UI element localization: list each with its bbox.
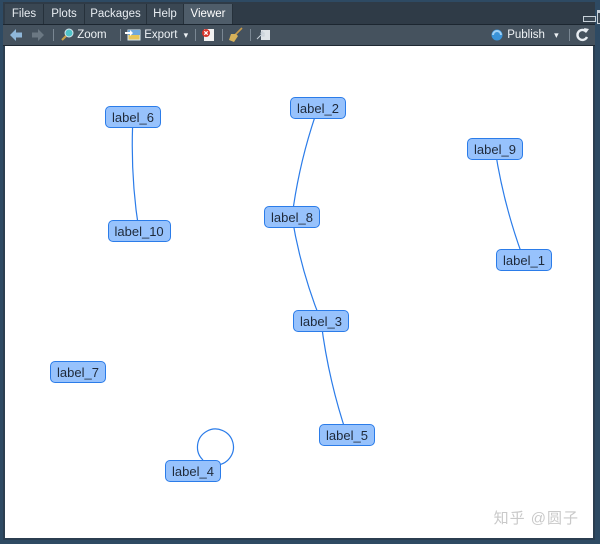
pane-tab-bar: Files Plots Packages Help Viewer: [3, 2, 600, 25]
clear-all-button[interactable]: [228, 25, 244, 45]
graph-node[interactable]: label_2: [290, 97, 346, 119]
watermark: 知乎 @圆子: [493, 510, 579, 527]
graph-edges: [131, 107, 525, 466]
refresh-button[interactable]: [574, 25, 590, 45]
publish-caret-icon: ▾: [554, 30, 559, 40]
graph-edge: [494, 148, 525, 261]
minimize-pane-button[interactable]: [583, 16, 596, 22]
refresh-icon: [576, 28, 589, 42]
graph-node[interactable]: label_4: [165, 460, 221, 482]
toolbar-separator: [250, 29, 251, 41]
arrow-left-icon: [10, 29, 22, 41]
forward-button[interactable]: [31, 25, 45, 45]
toolbar-separator: [195, 29, 196, 41]
viewer-pane: Files Plots Packages Help Viewer Zoom: [3, 2, 600, 540]
graph-node[interactable]: label_10: [107, 220, 171, 242]
clear-viewer-icon: [202, 29, 214, 41]
graph-node[interactable]: label_1: [496, 249, 552, 271]
toolbar-separator: [222, 29, 223, 41]
viewer-toolbar: Zoom Export ▾: [3, 25, 595, 46]
publish-button[interactable]: Publish ▾: [490, 25, 559, 45]
graph-edge: [131, 116, 140, 232]
zoom-button[interactable]: Zoom: [60, 25, 107, 45]
toolbar-separator: [120, 29, 121, 41]
graph-node[interactable]: label_7: [50, 361, 106, 383]
graph-edge: [291, 107, 319, 218]
toolbar-separator: [569, 29, 570, 41]
clear-viewer-button[interactable]: [200, 25, 216, 45]
export-image-icon: [125, 29, 141, 41]
tab-viewer[interactable]: Viewer: [184, 4, 233, 24]
export-caret-icon: ▾: [183, 30, 189, 40]
graph-node[interactable]: label_3: [293, 310, 349, 332]
popout-button[interactable]: [256, 25, 272, 45]
graph-node[interactable]: label_6: [105, 106, 161, 128]
graph-node[interactable]: label_8: [264, 206, 320, 228]
publish-icon: [491, 29, 503, 41]
broom-icon: [229, 27, 243, 42]
magnifier-icon: [61, 28, 74, 41]
export-label: Export: [144, 29, 178, 41]
tab-packages[interactable]: Packages: [85, 4, 147, 24]
toolbar-separator: [53, 29, 54, 41]
export-button[interactable]: Export ▾: [125, 25, 188, 45]
graph-node[interactable]: label_5: [319, 424, 375, 446]
maximize-pane-button[interactable]: [597, 10, 600, 24]
zoom-label: Zoom: [77, 29, 107, 41]
arrow-right-icon: [32, 29, 44, 41]
graph-edge: [320, 320, 348, 436]
publish-label: Publish: [507, 29, 545, 41]
tab-files[interactable]: Files: [5, 4, 44, 24]
tab-plots[interactable]: Plots: [44, 4, 85, 24]
graph-edge: [291, 216, 322, 322]
graph-node[interactable]: label_9: [467, 138, 523, 160]
graph-edge: [196, 428, 235, 466]
popout-icon: [256, 30, 270, 40]
tab-help[interactable]: Help: [147, 4, 184, 24]
back-button[interactable]: [9, 25, 23, 45]
